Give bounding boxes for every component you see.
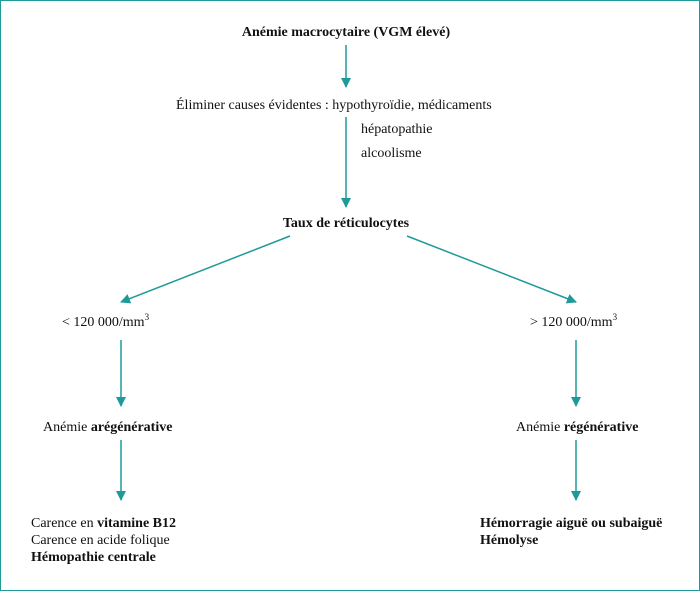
node-aregenerative-anemia: Anémie arégénérative [43, 419, 172, 437]
node-macrocytic-anemia: Anémie macrocytaire (VGM élevé) [241, 25, 451, 40]
high-threshold-text: > 120 000/mm [530, 315, 613, 330]
regenerative-prefix: Anémie [516, 420, 564, 435]
node-low-threshold: < 120 000/mm3 [62, 312, 150, 332]
aregenerative-type: arégénérative [90, 420, 173, 435]
left-cause-2: Carence en acide folique [31, 533, 170, 548]
right-cause-2: Hémolyse [480, 533, 539, 548]
left-cause-1-prefix: Carence en [31, 516, 98, 531]
arrow-retic-to-low [120, 235, 291, 304]
node-regenerative-anemia: Anémie régénérative [516, 419, 638, 437]
exclude-line-2: hépatopathie [361, 122, 433, 137]
left-cause-3: Hémopathie centrale [31, 550, 156, 565]
left-cause-1-bold: vitamine B12 [97, 516, 177, 531]
low-threshold-exponent: 3 [144, 312, 150, 322]
node-reticulocyte-count: Taux de réticulocytes [282, 216, 410, 231]
node-high-threshold: > 120 000/mm3 [530, 312, 618, 332]
high-threshold-exponent: 3 [612, 312, 618, 322]
exclude-line-1: Éliminer causes évidentes : hypothyroïdi… [176, 98, 492, 113]
right-cause-1: Hémorragie aiguë ou subaiguë [480, 516, 663, 531]
regenerative-type: régénérative [563, 420, 639, 435]
aregenerative-prefix: Anémie [43, 420, 91, 435]
exclude-line-3: alcoolisme [361, 146, 422, 161]
arrow-retic-to-high [406, 235, 577, 304]
low-threshold-text: < 120 000/mm [62, 315, 145, 330]
left-cause-1: Carence en vitamine B12 [31, 515, 176, 533]
